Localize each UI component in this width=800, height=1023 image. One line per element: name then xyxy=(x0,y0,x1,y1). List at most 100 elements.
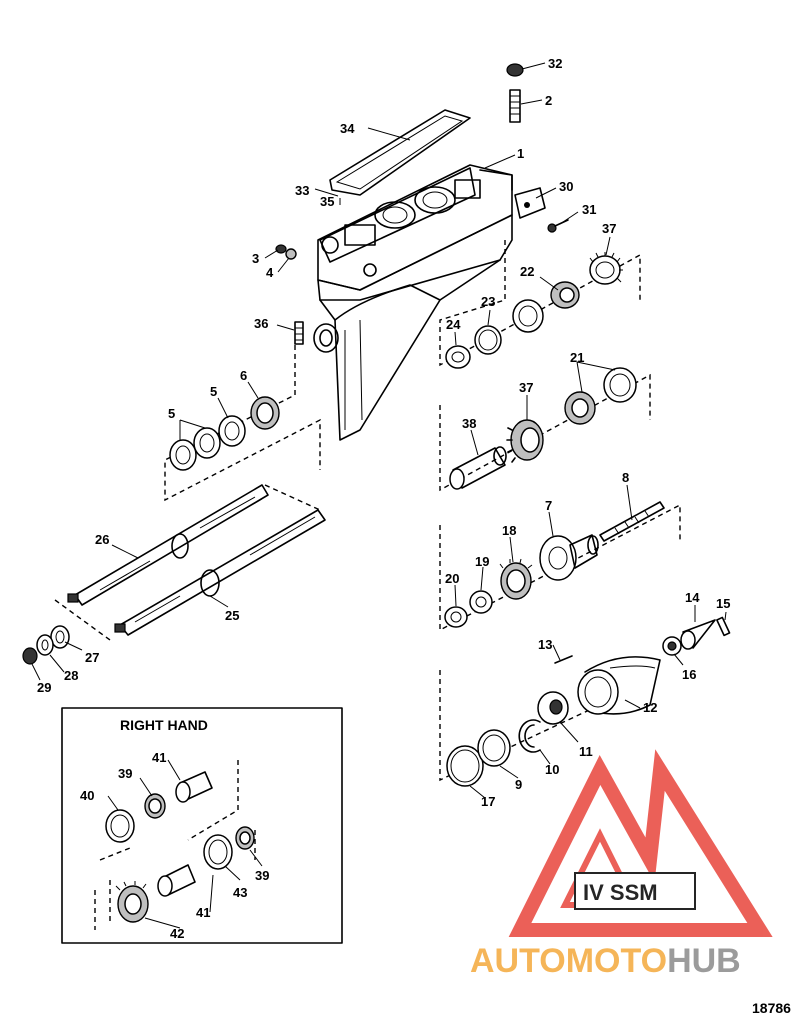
o-ring-17 xyxy=(446,745,484,787)
callout-35: 35 xyxy=(320,194,334,209)
sleeve-41-upper xyxy=(175,771,213,803)
callout-31: 31 xyxy=(582,202,596,217)
sleeve-41-lower xyxy=(157,864,196,897)
shim-23 xyxy=(474,325,502,355)
gear-housing xyxy=(313,164,513,441)
leader-lines xyxy=(31,62,727,799)
tapered-bearing-22 xyxy=(550,281,580,309)
callout-13: 13 xyxy=(538,637,552,652)
callout-41-upper: 41 xyxy=(152,750,166,765)
cone-12 xyxy=(577,656,661,715)
dashed-frame-prop xyxy=(439,670,601,782)
callout-36: 36 xyxy=(254,316,268,331)
forward-gear-37-lower xyxy=(506,419,544,463)
callout-24: 24 xyxy=(446,317,461,332)
callout-39-upper: 39 xyxy=(118,766,132,781)
watermark-badge: IV SSM xyxy=(583,880,658,905)
nut-29 xyxy=(22,647,38,665)
seal-1 xyxy=(169,439,197,471)
callout-10: 10 xyxy=(545,762,559,777)
inset-title: RIGHT HAND xyxy=(120,717,208,733)
callout-4: 4 xyxy=(266,265,274,280)
snap-ring-10 xyxy=(518,719,541,753)
bearing-cup-22 xyxy=(512,299,544,333)
nut-19 xyxy=(469,590,493,614)
dashed-frame-shafts xyxy=(54,484,321,641)
callout-37-upper: 37 xyxy=(602,221,616,236)
callout-39-lower: 39 xyxy=(255,868,269,883)
callout-2: 2 xyxy=(545,93,552,108)
callout-17: 17 xyxy=(481,794,495,809)
washer-24 xyxy=(445,345,471,369)
callout-15: 15 xyxy=(716,596,730,611)
bracket xyxy=(514,187,546,219)
callout-18: 18 xyxy=(502,523,516,538)
callout-11: 11 xyxy=(579,744,593,759)
sleeve-38 xyxy=(449,446,507,490)
callout-8: 8 xyxy=(622,470,629,485)
callout-29: 29 xyxy=(37,680,51,695)
seal-3 xyxy=(218,415,246,447)
callout-6: 6 xyxy=(240,368,247,383)
gasket xyxy=(329,109,471,196)
callout-43: 43 xyxy=(233,885,247,900)
watermark-badge-box xyxy=(574,872,696,910)
tapered-bearing-21 xyxy=(564,391,596,425)
bearing-39-lower xyxy=(235,826,255,850)
screw xyxy=(547,219,569,233)
callout-38: 38 xyxy=(462,416,476,431)
bearing xyxy=(250,396,280,430)
callout-20: 20 xyxy=(445,571,459,586)
bracket-hole xyxy=(524,202,530,208)
callout-34: 34 xyxy=(340,121,355,136)
callout-5b: 5 xyxy=(210,384,217,399)
pinion-gear-37-upper xyxy=(589,252,623,285)
callout-30: 30 xyxy=(559,179,573,194)
callout-32: 32 xyxy=(548,56,562,71)
bearing-39-upper xyxy=(144,793,166,819)
ring-9 xyxy=(477,729,511,767)
gear-18 xyxy=(499,558,533,600)
right-hand-inset: RIGHT HAND xyxy=(61,707,343,944)
gasket-inner-edge xyxy=(335,115,464,190)
thrust-hub-11 xyxy=(537,691,569,725)
callout-9: 9 xyxy=(515,777,522,792)
nut-top xyxy=(506,63,524,77)
callout-1: 1 xyxy=(517,146,524,161)
callout-40: 40 xyxy=(80,788,94,803)
watermark-brand-part1: AUTOMOTO xyxy=(470,942,667,980)
callout-33: 33 xyxy=(295,183,309,198)
washer-small xyxy=(285,248,297,260)
pinion-gear-42 xyxy=(115,881,149,923)
stud xyxy=(509,89,521,123)
nut-16 xyxy=(662,636,682,656)
callout-28: 28 xyxy=(64,668,78,683)
callout-12: 12 xyxy=(643,700,657,715)
retainer-7 xyxy=(539,534,599,581)
callout-41-lower: 41 xyxy=(196,905,210,920)
bearing-cup-43 xyxy=(203,834,233,870)
tie-bar-8 xyxy=(599,501,665,542)
watermark-brand: AUTOMOTOHUB xyxy=(470,942,741,980)
callout-numbers: 32 2 1 34 33 35 3 4 36 5 5 6 26 25 27 28… xyxy=(37,56,730,809)
nose-cone-14 xyxy=(680,619,716,650)
callout-23: 23 xyxy=(481,294,495,309)
bearing-cup-21 xyxy=(603,367,637,403)
washer-20 xyxy=(444,606,468,628)
callout-16: 16 xyxy=(682,667,696,682)
callout-27: 27 xyxy=(85,650,99,665)
callout-3: 3 xyxy=(252,251,259,266)
propeller-shaft-upper xyxy=(67,484,269,606)
pin-15 xyxy=(716,616,731,637)
callout-21: 21 xyxy=(570,350,584,365)
pin-13 xyxy=(554,655,573,664)
figure-number: 18786 xyxy=(752,1000,791,1016)
callout-19: 19 xyxy=(475,554,489,569)
watermark-mountain-shape xyxy=(508,749,773,937)
washer-28 xyxy=(36,634,54,656)
dashed-frame-gears xyxy=(439,240,651,492)
propeller-shaft-lower xyxy=(114,509,326,636)
bolt xyxy=(294,321,304,345)
callout-42: 42 xyxy=(170,926,184,941)
